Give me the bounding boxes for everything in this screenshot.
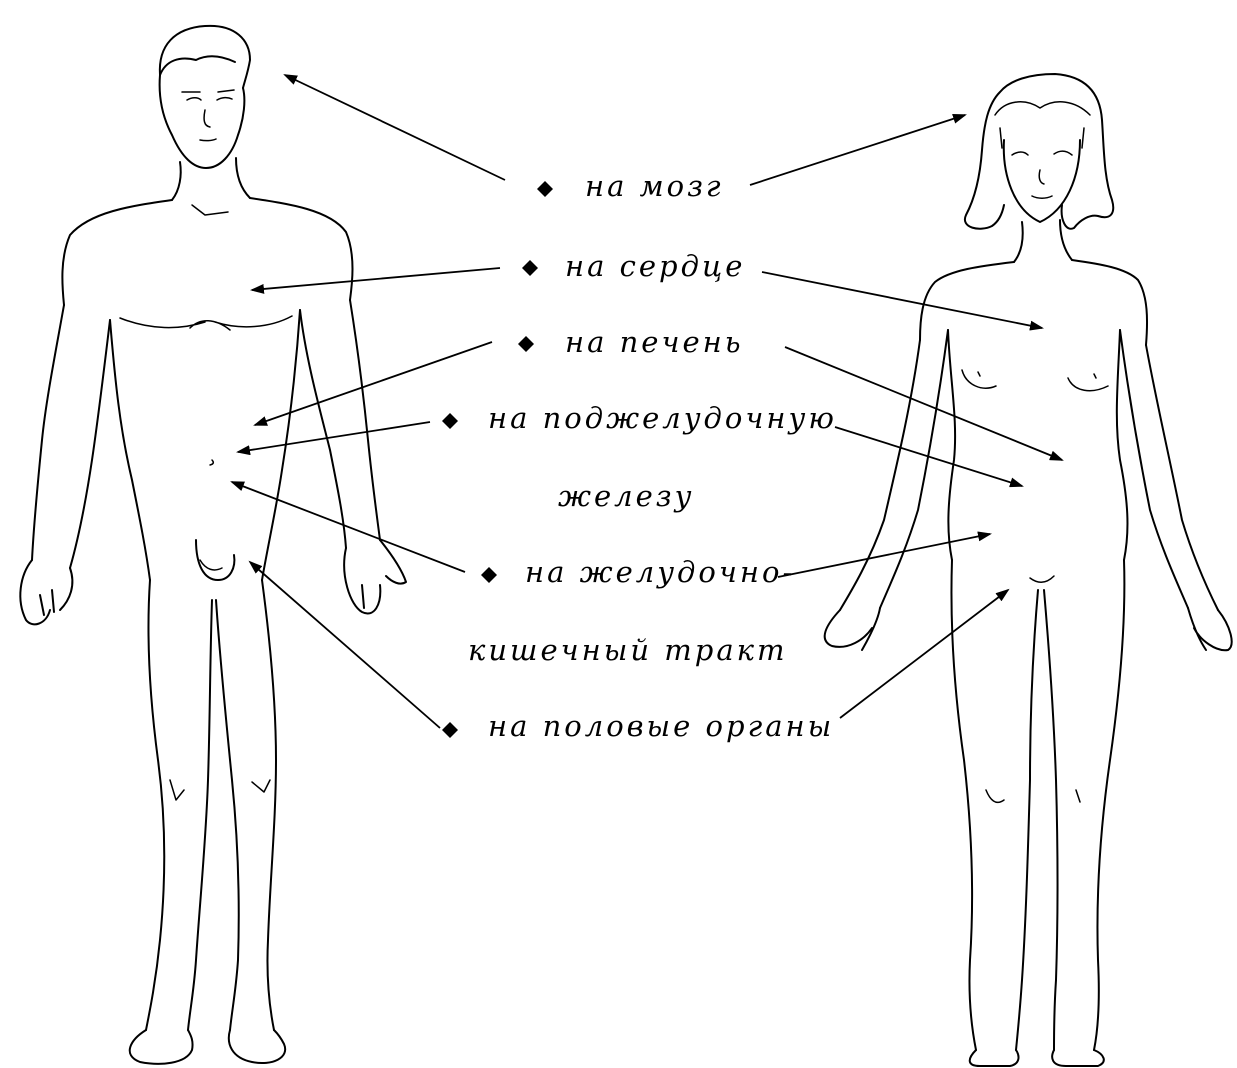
arrow-genitals-male [250, 562, 440, 728]
label-gi-line2: кишечный тракт [468, 636, 787, 665]
bullet-genitals [442, 722, 458, 738]
label-heart: на сердце [565, 252, 745, 281]
bullet-gi [481, 567, 497, 583]
female-figure [825, 74, 1232, 1066]
arrow-brain-female [750, 115, 965, 185]
label-pancreas-line2: железу [558, 482, 694, 511]
arrow-heart-female [762, 272, 1042, 328]
arrow-liver-male [255, 342, 492, 425]
arrow-pancreas-male [238, 422, 430, 452]
label-gi-line1: на желудочно- [525, 558, 795, 587]
arrow-heart-male [252, 268, 500, 290]
bullet-pancreas [442, 413, 458, 429]
label-liver: на печень [565, 328, 744, 357]
arrow-brain-male [285, 75, 505, 180]
arrow-pancreas-female [835, 427, 1022, 486]
label-brain: на мозг [585, 172, 724, 201]
label-genitals: на половые органы [488, 712, 834, 741]
label-pancreas-line1: на поджелудочную [488, 404, 837, 433]
male-figure [20, 26, 406, 1064]
bullet-brain [537, 181, 553, 197]
arrow-genitals-female [840, 590, 1008, 718]
arrow-gi-male [232, 482, 465, 572]
bullet-liver [518, 336, 534, 352]
arrow-gi-female [778, 534, 990, 577]
bullet-heart [522, 260, 538, 276]
